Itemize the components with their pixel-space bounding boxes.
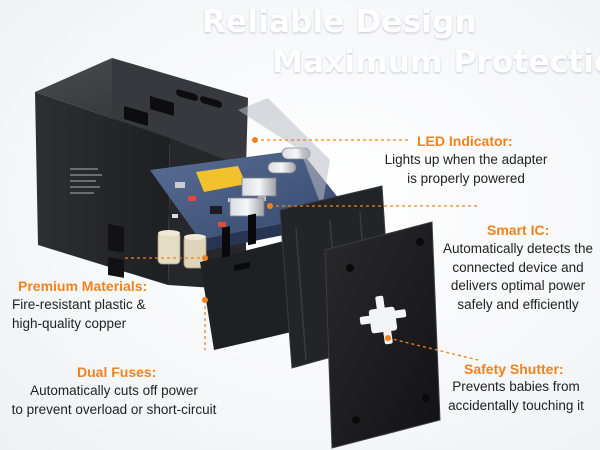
- callout-dots: [202, 137, 391, 341]
- inner-shell: [238, 98, 330, 208]
- plate-screw-holes: [346, 238, 430, 424]
- led-indicator-description: Lights up when the adapter is properly p…: [384, 152, 548, 186]
- dual-fuses: [157, 230, 207, 269]
- premium-materials-description: Fire-resistant plastic & high-quality co…: [12, 297, 146, 331]
- usb-c-connector-2: [267, 161, 297, 174]
- housing-left-face: [35, 92, 170, 285]
- safety-shutter-plate: [324, 221, 441, 449]
- led-indicator-label: LED Indicator:: [417, 133, 513, 149]
- usb-a-connector-2: [229, 197, 265, 217]
- usb-a-port-1: [124, 106, 148, 126]
- usb-c-port-2: [200, 96, 222, 108]
- usb-a-connector-1: [241, 177, 277, 197]
- safety-shutter-label: Safety Shutter:: [464, 361, 564, 377]
- housing-front-face: [112, 58, 248, 168]
- dual-fuses-description: Automatically cuts off power to prevent …: [11, 383, 217, 417]
- callout-leaders: [125, 139, 479, 361]
- slider-slot-2: [108, 257, 124, 278]
- pin-slots: [222, 213, 256, 272]
- headline-line-2: Maximum Protection: [272, 44, 600, 80]
- usb-a-port-2: [150, 96, 174, 116]
- safety-shutter-description: Prevents babies from accidentally touchi…: [448, 379, 584, 413]
- slider-slot-1: [108, 224, 124, 253]
- pin-carrier-frame: [200, 240, 300, 350]
- usb-c-port-1: [176, 89, 198, 101]
- smart-ic-description: Automatically detects the connected devi…: [442, 241, 594, 312]
- dual-fuses-label: Dual Fuses:: [77, 364, 157, 380]
- premium-materials-label: Premium Materials:: [18, 278, 148, 294]
- usb-port-group: [124, 89, 222, 126]
- yellow-chip: [196, 166, 246, 192]
- smart-ic-label: Smart IC:: [487, 222, 550, 238]
- headline-line-1: Reliable Design: [202, 4, 477, 40]
- side-print-marks: [70, 168, 102, 194]
